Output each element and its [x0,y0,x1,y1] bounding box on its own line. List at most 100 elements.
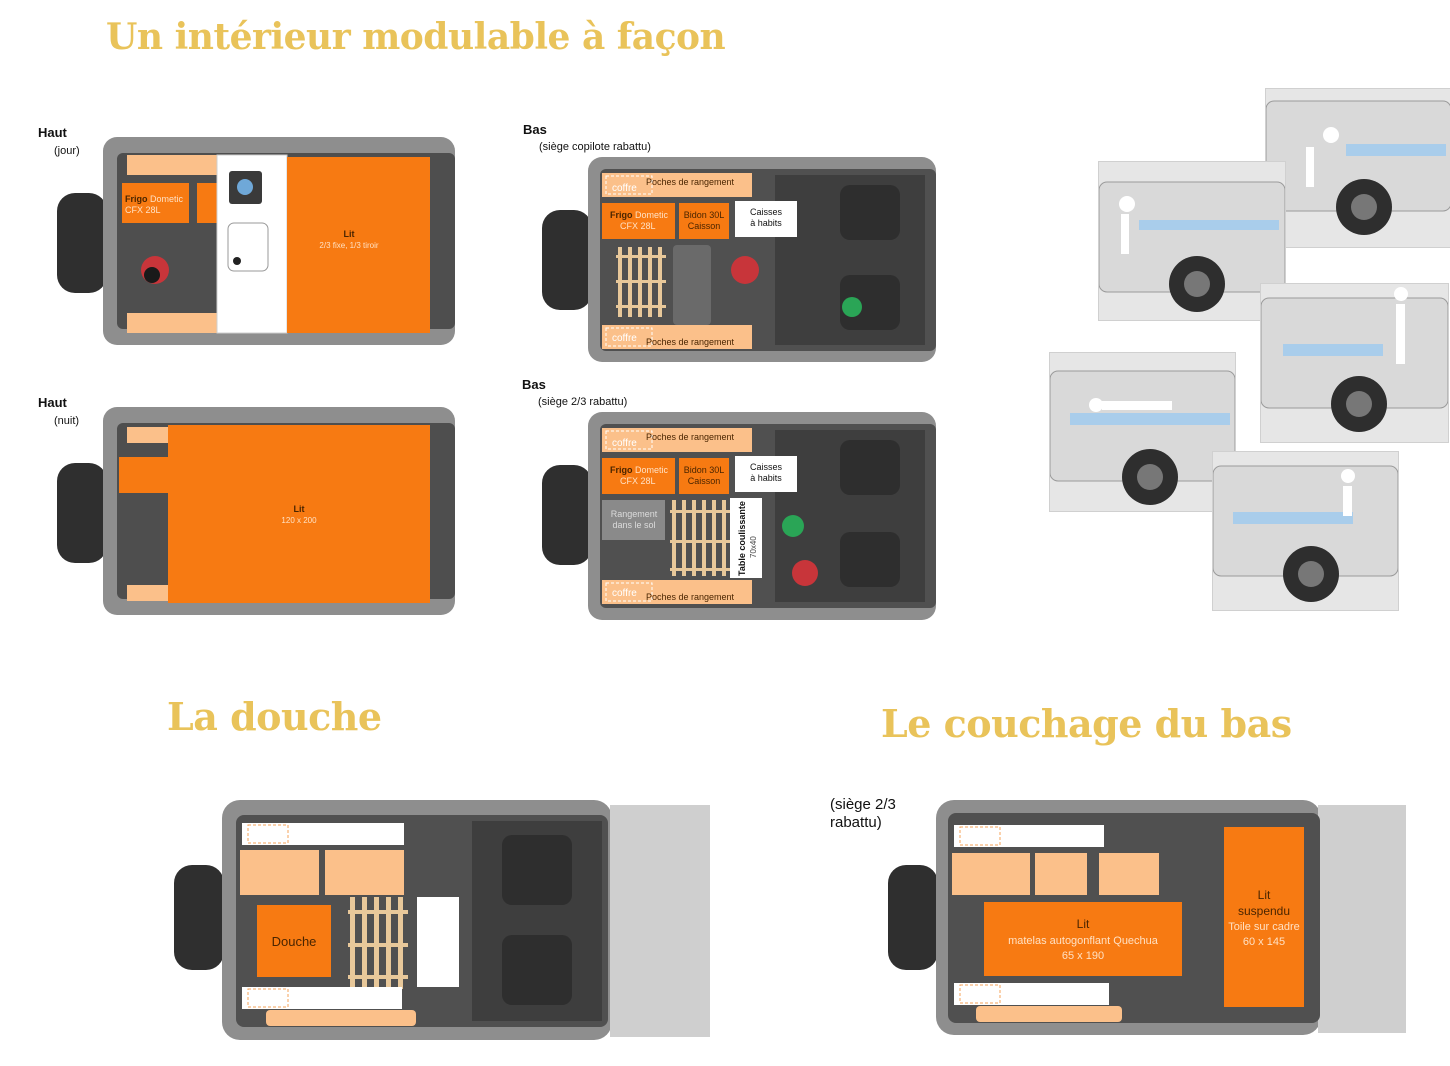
bed-level [1346,144,1446,156]
bottom-storage [954,983,1109,1005]
side-block [119,457,174,493]
bottom-coffre-label: coffre [612,588,637,599]
caisson-label: Caisson [688,476,721,486]
person-icon [1089,398,1103,412]
bed-level [1070,413,1230,425]
plan-bas-copilote: coffre Poches de rangement Frigo Dometic… [540,155,936,367]
fridge-label: Frigo Dometic [610,210,669,220]
couchage-note-line1: (siège 2/3 [830,796,896,813]
side-view-lying [1049,352,1236,512]
bed-title: Lit [344,229,355,239]
bottom-cushion [976,1006,1122,1022]
clothes-box [735,201,797,237]
bottom-coffre [605,327,653,347]
bas-23-sub: (siège 2/3 rabattu) [538,396,628,408]
vehicle-front [610,805,710,1037]
top-storage [242,823,404,845]
top-coffre-label: coffre [612,438,637,449]
couchage-note: (siège 2/3 rabattu) [830,796,896,832]
person-body [1343,486,1352,516]
shower-title: La douche [167,694,382,739]
top-pocket [602,428,752,452]
driver-seat [502,835,572,905]
slatted-base [348,897,408,989]
bed-level [1139,220,1279,230]
haut-jour-label: Haut [38,125,67,140]
right-cushion [325,850,404,895]
bottom-coffre-label: coffre [612,333,637,344]
person-body [1102,401,1172,410]
table-size: 70x40 [749,536,758,558]
bidon-label: Bidon 30L [684,210,725,220]
couchage-note-line2: rabattu) [830,814,882,831]
rear-wheel [542,210,592,310]
bed-title: Lit [294,504,305,514]
floor-storage-label: Rangement [611,509,658,519]
bidon-block [679,203,729,239]
top-coffre [247,824,289,844]
fridge-block [122,183,189,223]
sliding-table [730,498,762,578]
vehicle-front [1318,805,1406,1033]
rear-wheel [174,865,224,970]
person-icon [1323,127,1339,143]
slatted-base [670,500,730,576]
seat-back [1121,214,1129,254]
fridge-model: CFX 28L [125,205,161,215]
shower-label: Douche [272,934,317,949]
plan-bas-23: coffre Poches de rangement Frigo Dometic… [540,410,936,625]
rear-wheel [888,865,938,970]
table-block [417,897,459,987]
bed-size: 120 x 200 [281,516,317,525]
top-coffre [605,430,653,450]
hanging-bed-desc: Toile sur cadre [1228,921,1300,933]
bottom-coffre [247,988,289,1008]
passenger-seat [502,935,572,1005]
side-view-seated [1265,88,1450,248]
bed-title: Lit [1077,917,1090,931]
lower-bed-title: Le couchage du bas [881,701,1292,746]
bottom-storage [242,987,402,1009]
plan-haut-nuit: Lit 120 x 200 [55,405,455,620]
bas-copilote-sub: (siège copilote rabattu) [539,141,651,153]
hanging-bed-subtitle: suspendu [1238,904,1290,918]
driver-seat [840,440,900,495]
slatted-base [616,247,666,317]
top-cushion [127,427,172,443]
bottom-pocket [602,325,752,349]
bidon-block [679,458,729,494]
rear-wheel [57,463,107,563]
person-body [1396,304,1405,364]
wheel-hub [1137,464,1163,490]
bed-block [168,425,430,603]
caisson-label: Caisson [688,221,721,231]
top-pocket-label: Poches de rangement [646,432,735,442]
plan-douche: Douche [172,785,710,1053]
clothes-label: Caisses [750,207,783,217]
floor-storage [602,500,665,540]
side-view-sitting-bed [1212,451,1399,611]
bottom-coffre [605,582,653,602]
person-head-icon [144,267,160,283]
person-icon [1394,287,1408,301]
wheel-hub [1351,194,1377,220]
clothes-label: Caisses [750,462,783,472]
haut-nuit-label: Haut [38,395,67,410]
bottom-cushion [266,1010,416,1026]
fridge-label: Frigo Dometic [610,465,669,475]
left-cushion [240,850,319,895]
bas-copilote-label: Bas [523,122,547,137]
bas-23-label: Bas [522,377,546,392]
floor-storage-label-2: dans le sol [612,520,655,530]
bottom-pocket-label: Poches de rangement [646,592,735,602]
clothes-box [735,456,797,492]
bottom-pocket [602,580,752,604]
bed-level [1283,344,1383,356]
bottom-cushion [127,585,172,601]
seat-back [1306,147,1314,187]
top-pocket [602,173,752,197]
person-icon [1341,469,1355,483]
table-block [673,245,711,325]
hanging-bed [1224,827,1304,1007]
burner-icon [237,179,253,195]
